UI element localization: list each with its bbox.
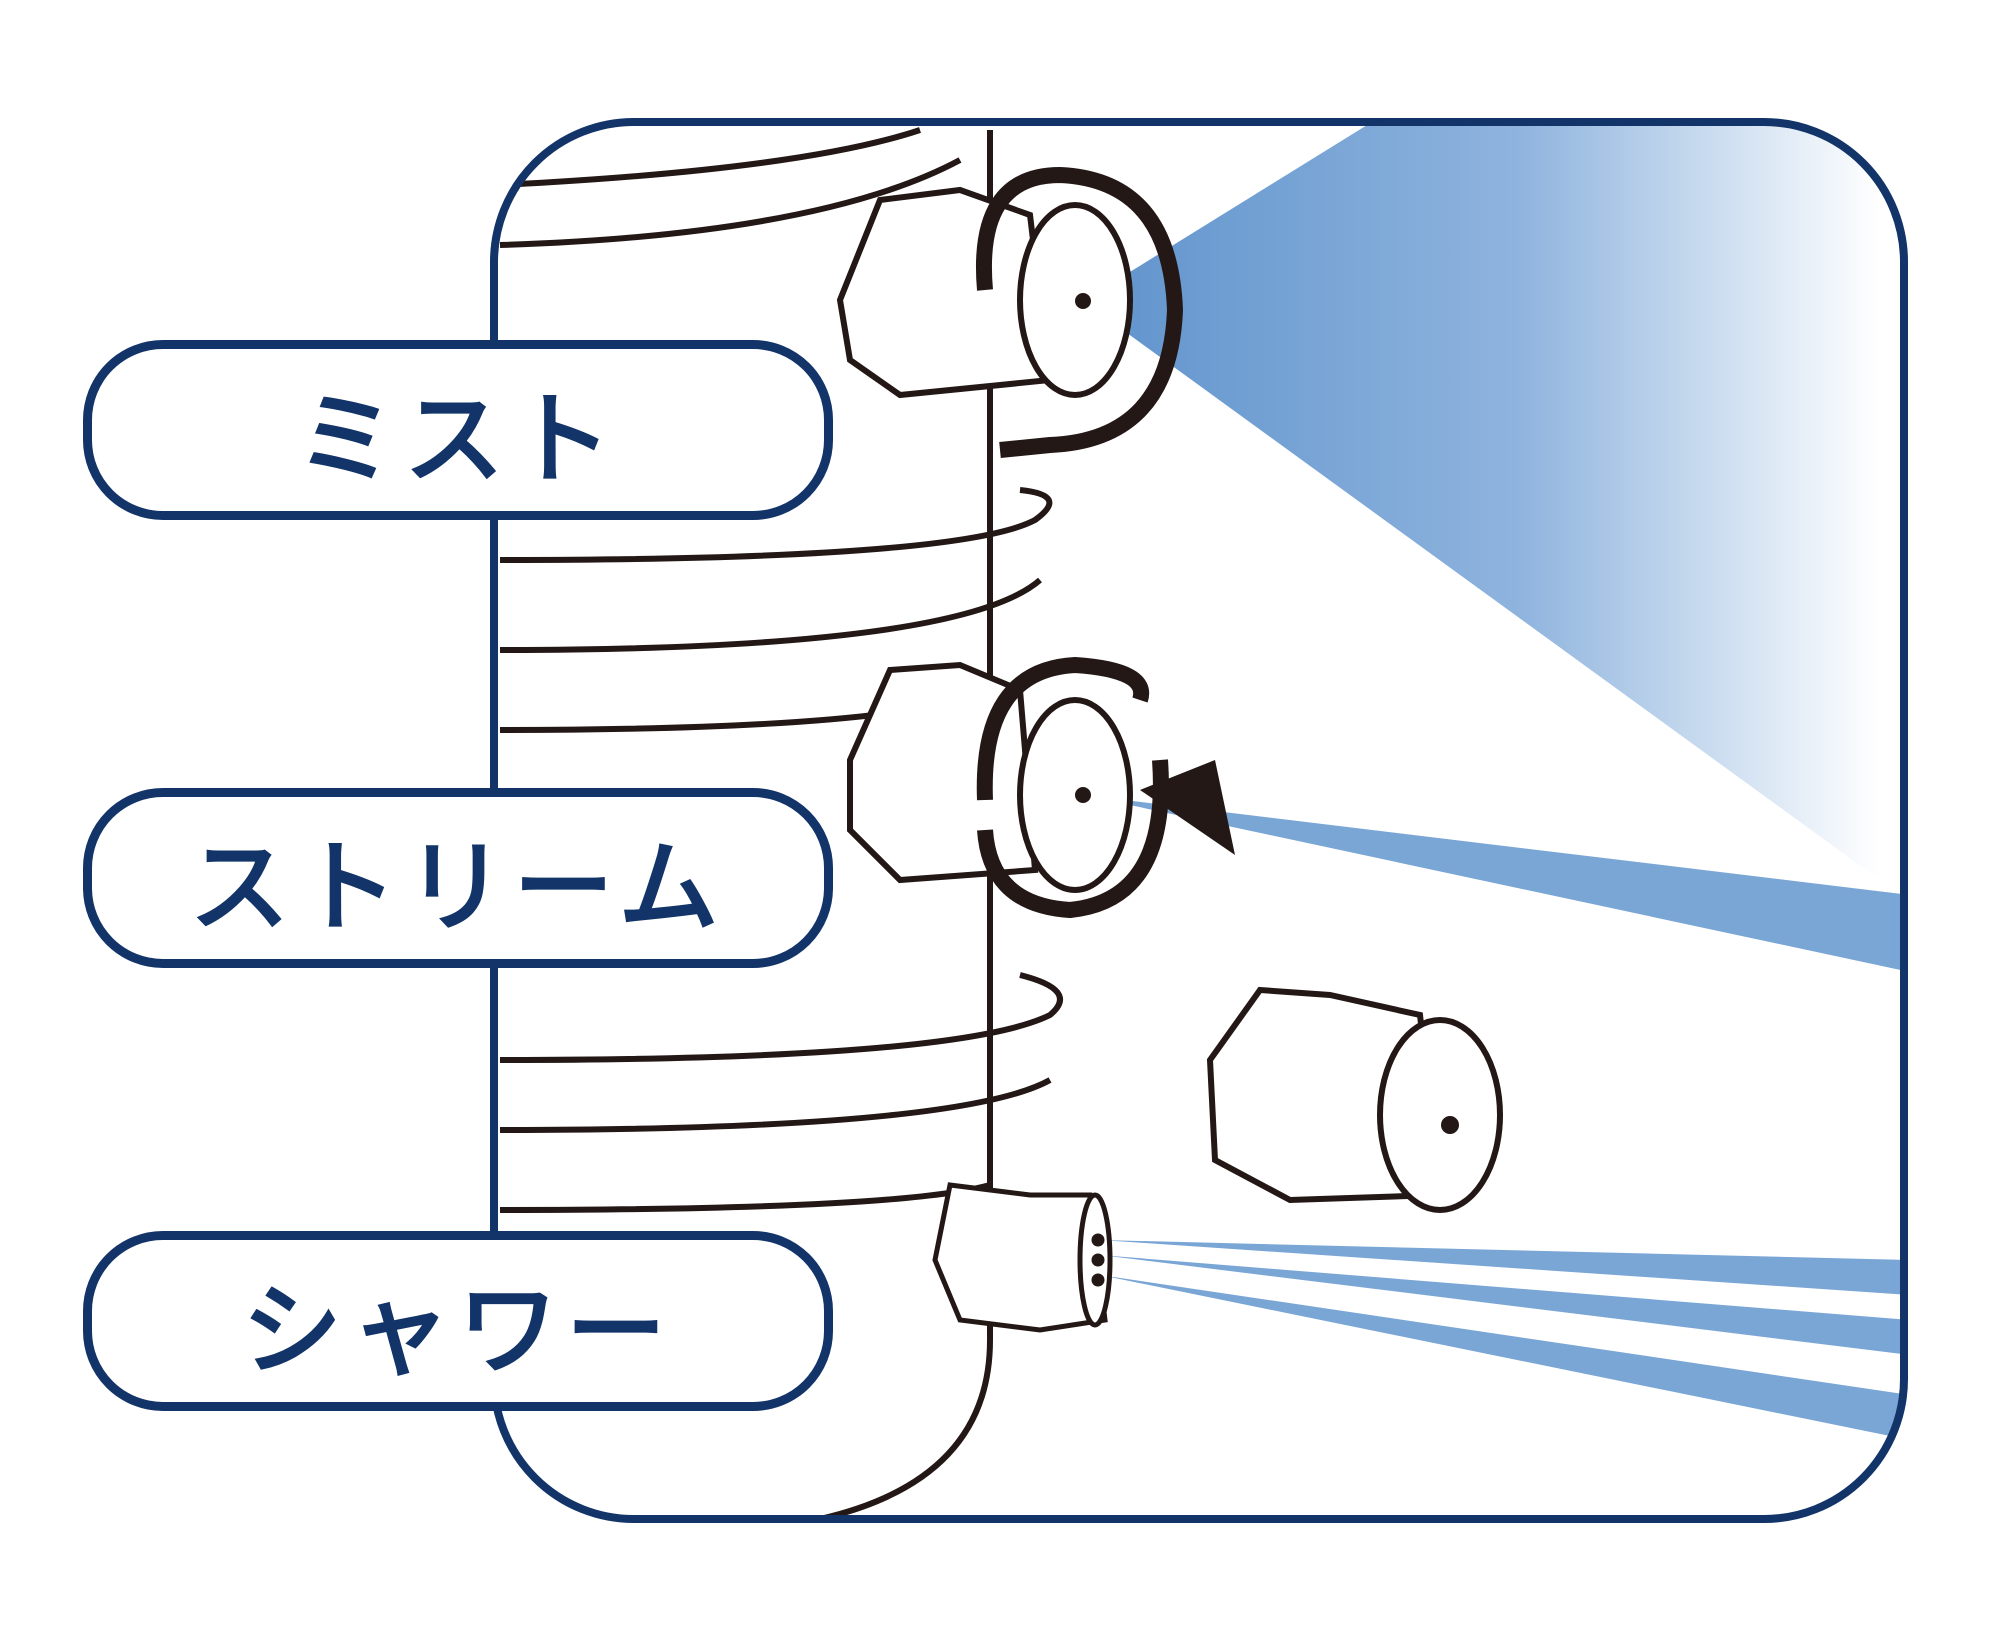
stream-spray: [1083, 795, 1904, 972]
mist-nozzle: [836, 186, 1133, 399]
shower-head: [932, 1182, 1113, 1333]
label-mist: ミスト: [83, 340, 833, 520]
stream-rotate-arrow: [976, 656, 1169, 919]
mist-rotate-arrow: [976, 166, 1184, 458]
spare-nozzle: [1206, 986, 1503, 1213]
shower-spray: [1100, 1240, 1904, 1440]
mist-spray: [1083, 122, 1880, 880]
label-shower: シャワー: [83, 1231, 833, 1411]
label-stream: ストリーム: [83, 788, 833, 968]
